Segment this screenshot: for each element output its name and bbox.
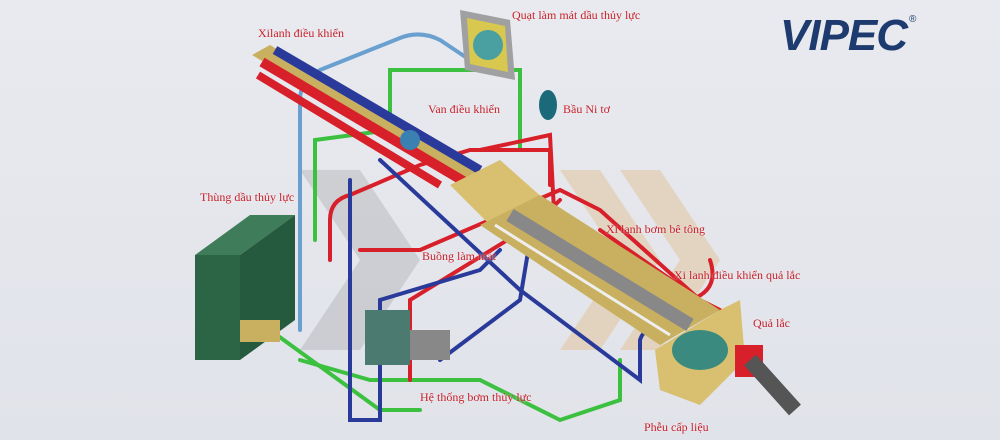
feed-hopper [655, 300, 801, 416]
label-cooling-chamber: Buồng làm mát [422, 249, 496, 263]
label-oil-cooler-fan: Quạt làm mát dầu thủy lực [512, 8, 641, 22]
label-control-cylinder: Xilanh điều khiển [258, 26, 344, 40]
control-valve [400, 130, 420, 150]
label-swing-valve: Quả lắc [753, 316, 790, 330]
concrete-pump-cylinder [450, 160, 720, 345]
label-nitrogen-accumulator: Bầu Ni tơ [563, 102, 611, 116]
label-feed-hopper: Phễu cấp liệu [644, 420, 709, 434]
oil-cooler-fan [460, 10, 515, 80]
control-cylinders [252, 45, 483, 190]
nitrogen-accumulator [539, 90, 557, 120]
label-swing-control-cylinder: Xi lanh điều khiển quả lắc [674, 268, 801, 282]
registered-mark: ® [909, 14, 917, 25]
pipes [268, 32, 722, 423]
vipec-logo: VIPEC ® [780, 14, 916, 58]
label-hydraulic-pump-system: Hệ thống bơm thủy lực [420, 390, 532, 404]
label-control-valve: Van điều khiển [428, 102, 500, 116]
label-hydraulic-oil-tank: Thùng dầu thủy lực [200, 190, 295, 204]
logo-text: VIPEC [780, 11, 908, 60]
hydraulic-pump-system [240, 310, 450, 365]
label-concrete-pump-cylinder: Xi lanh bơm bê tông [606, 222, 705, 236]
